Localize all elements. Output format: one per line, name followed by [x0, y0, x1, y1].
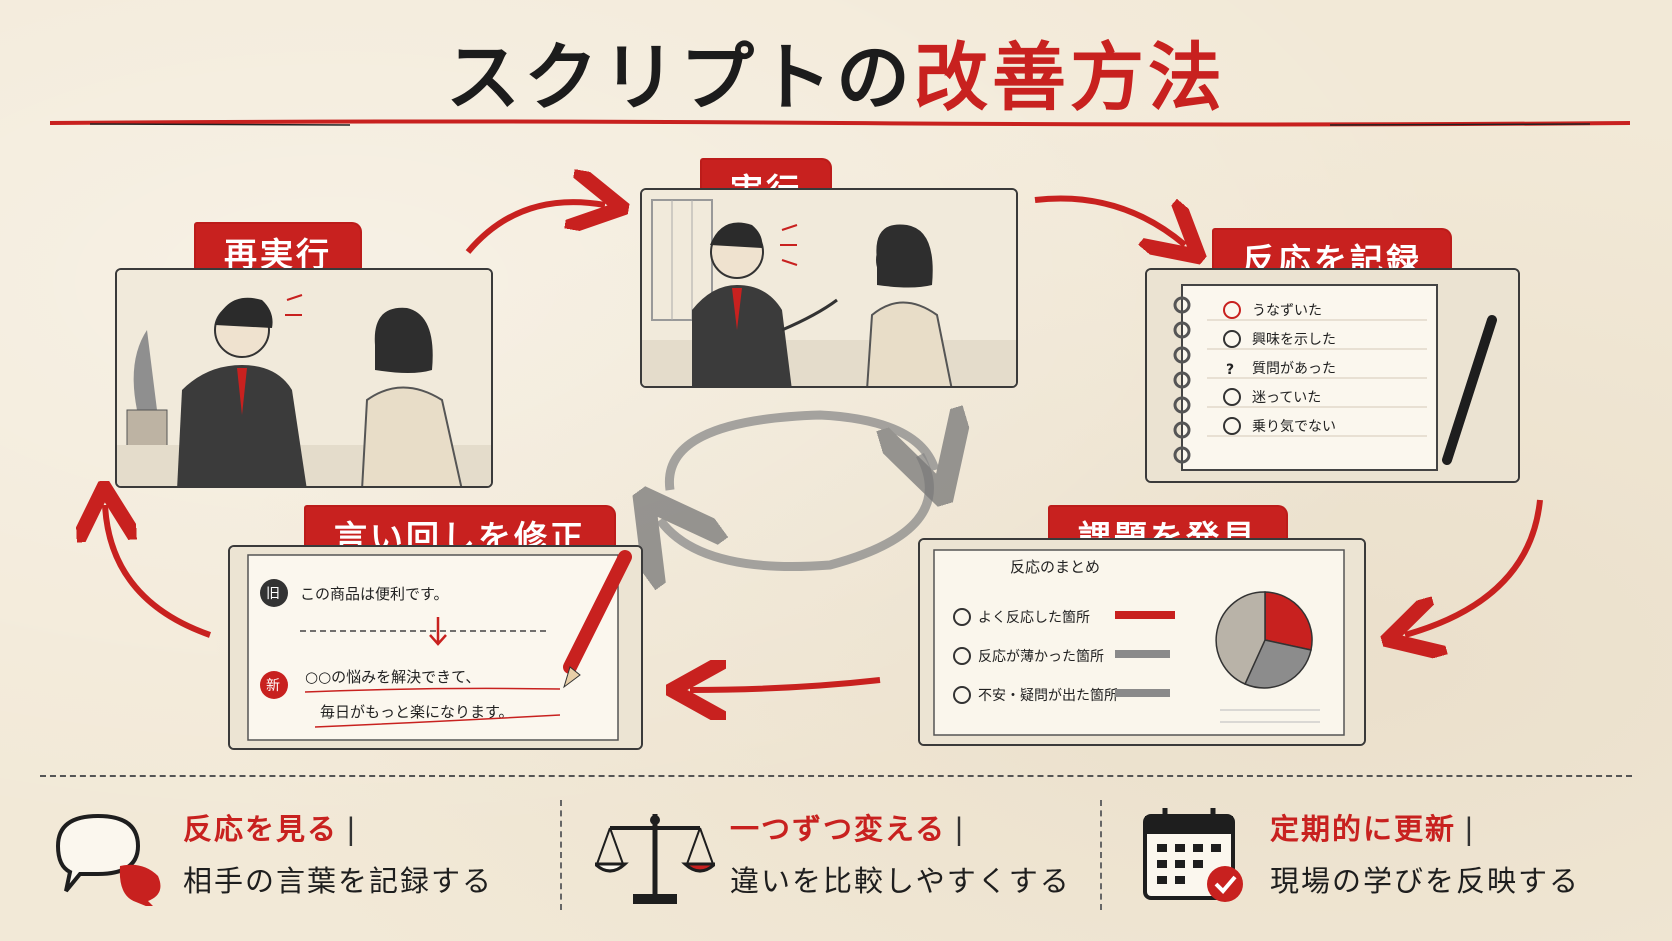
notebook-illustration: ? うなずいた 興味を示した 質問があった 迷っていた 乗り気でない [1147, 270, 1518, 481]
question-icon: ? [1226, 362, 1234, 378]
feature-update-title: 定期的に更新| [1270, 812, 1476, 846]
feature-observe: 反応を見る| 相手の言葉を記録する [48, 806, 548, 916]
note-2: 興味を示した [1252, 332, 1336, 348]
page-title-wrap: スクリプトの改善方法 [0, 18, 1672, 125]
note-1: うなずいた [1252, 303, 1322, 319]
pen-icon [1442, 315, 1497, 465]
smile-icon [1223, 301, 1241, 319]
summary-row-2: 反応が薄かった箇所 [978, 648, 1104, 665]
feature-update: 定期的に更新| 現場の学びを反映する [1135, 806, 1655, 916]
note-5: 乗り気でない [1252, 419, 1336, 435]
confused-icon [1223, 388, 1241, 406]
script-sheet-illustration: 旧 この商品は便利です。 新 ○○の悩みを解決できて、 毎日がもっと楽になります… [230, 547, 641, 748]
page-title-main: スクリプトの [446, 35, 914, 121]
meeting-illustration [117, 270, 491, 486]
step-discover-panel: 反応のまとめ よく反応した箇所 反応が薄かった箇所 不安・疑問が出た箇所 [918, 538, 1366, 746]
footer-separator-2 [1100, 800, 1102, 910]
note-3: 質問があった [1252, 361, 1336, 377]
step-rerun-panel [115, 268, 493, 488]
new-text-line1: ○○の悩みを解決できて、 [305, 668, 480, 686]
summary-board-illustration: 反応のまとめ よく反応した箇所 反応が薄かった箇所 不安・疑問が出た箇所 [920, 540, 1364, 744]
new-badge: 新 [266, 678, 280, 694]
feature-observe-title: 反応を見る| [183, 812, 358, 846]
pie-chart-icon [1215, 591, 1313, 689]
speech-bubbles-icon [55, 813, 161, 906]
frown-icon [1223, 417, 1241, 435]
feature-observe-desc: 相手の言葉を記録する [183, 864, 494, 898]
title-underline [50, 119, 1630, 127]
note-4: 迷っていた [1252, 390, 1321, 406]
old-badge: 旧 [266, 586, 280, 602]
step-revise-panel: 旧 この商品は便利です。 新 ○○の悩みを解決できて、 毎日がもっと楽になります… [228, 545, 643, 750]
footer-separator-1 [560, 800, 562, 910]
old-text: この商品は便利です。 [300, 585, 449, 603]
feature-one-change-desc: 違いを比較しやすくする [730, 864, 1071, 898]
interest-icon [1223, 330, 1241, 348]
summary-row-1: よく反応した箇所 [978, 609, 1090, 626]
step-execute-panel [640, 188, 1018, 388]
red-pencil-icon [563, 550, 632, 674]
arrow-down-icon [429, 617, 447, 646]
summary-row-3: 不安・疑問が出た箇所 [978, 687, 1118, 704]
step-record-panel: ? うなずいた 興味を示した 質問があった 迷っていた 乗り気でない [1145, 268, 1520, 483]
page-title: スクリプトの改善方法 [446, 18, 1226, 125]
meeting-illustration [642, 190, 1016, 386]
feature-one-change-title: 一つずつ変える| [730, 812, 966, 846]
feature-update-desc: 現場の学びを反映する [1270, 864, 1581, 898]
feature-one-change: 一つずつ変える| 違いを比較しやすくする [595, 806, 1095, 916]
summary-title: 反応のまとめ [1010, 558, 1100, 576]
balance-scale-icon [595, 814, 715, 904]
page-title-accent: 改善方法 [914, 35, 1226, 121]
new-text-line2: 毎日がもっと楽になります。 [320, 703, 514, 721]
calendar-check-icon [1143, 808, 1243, 902]
footer-divider [40, 775, 1632, 777]
